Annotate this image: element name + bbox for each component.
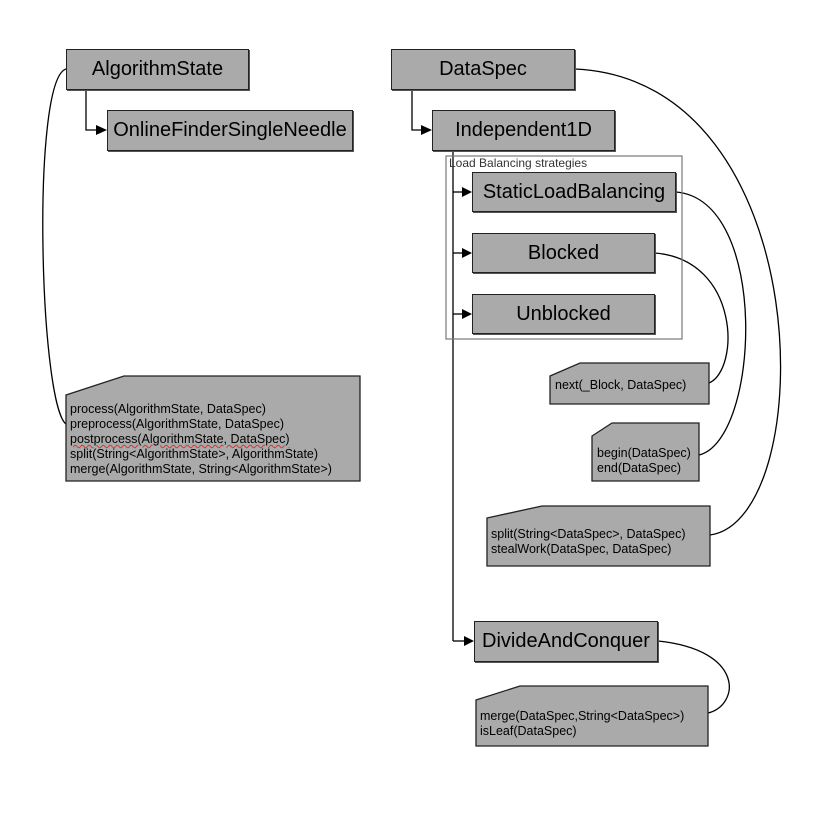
note-text-data-spec: split(String<DataSpec>, DataSpec) stealW… — [491, 527, 686, 557]
note-line: stealWork(DataSpec, DataSpec) — [491, 542, 672, 556]
note-line: split(String<AlgorithmState>, AlgorithmS… — [70, 447, 319, 461]
note-text-static: begin(DataSpec) end(DataSpec) — [597, 446, 691, 476]
note-text-algorithm-state: process(AlgorithmState, DataSpec) prepro… — [70, 402, 332, 477]
note-line: postprocess(AlgorithmState, DataSpec) — [70, 432, 290, 446]
class-unblocked[interactable]: Unblocked — [472, 294, 655, 334]
note-line: process(AlgorithmState, DataSpec) — [70, 402, 266, 416]
note-line: next(_Block, DataSpec) — [555, 378, 687, 392]
note-line: end(DataSpec) — [597, 461, 682, 475]
note-line: merge(DataSpec,String<DataSpec>) — [480, 709, 685, 723]
class-static-load-balancing[interactable]: StaticLoadBalancing — [472, 172, 676, 212]
class-online-finder-single-needle[interactable]: OnlineFinderSingleNeedle — [107, 110, 353, 151]
note-shape-algorithm-state — [65, 375, 361, 482]
class-independent1d[interactable]: Independent1D — [432, 110, 615, 151]
inherit-edge-independent1d — [411, 90, 421, 131]
note-link-algorithm-state — [42, 68, 69, 426]
arrowhead-blocked — [462, 248, 472, 258]
class-data-spec[interactable]: DataSpec — [391, 49, 575, 90]
note-line: begin(DataSpec) — [597, 446, 691, 460]
note-line: preprocess(AlgorithmState, DataSpec) — [70, 417, 284, 431]
class-algorithm-state[interactable]: AlgorithmState — [66, 49, 249, 90]
class-blocked[interactable]: Blocked — [472, 233, 655, 273]
arrowhead-unblocked — [462, 309, 472, 319]
note-text-blocked: next(_Block, DataSpec) — [555, 378, 686, 393]
inherit-edge-online-finder — [85, 90, 96, 131]
note-link-blocked — [654, 252, 729, 384]
note-line: split(String<DataSpec>, DataSpec) — [491, 527, 686, 541]
note-link-static — [675, 191, 747, 456]
note-shape-divide — [475, 685, 709, 747]
note-text-divide-and-conquer: merge(DataSpec,String<DataSpec>) isLeaf(… — [480, 709, 684, 739]
group-label: Load Balancing strategies — [449, 156, 588, 170]
group-frame — [445, 155, 683, 340]
class-divide-and-conquer[interactable]: DivideAndConquer — [474, 621, 658, 662]
note-link-data-spec — [574, 68, 782, 536]
arrowhead-online-finder — [96, 125, 107, 135]
arrowhead-divide — [464, 636, 474, 646]
note-shape-static — [591, 422, 700, 482]
note-link-divide — [657, 640, 730, 714]
note-line: isLeaf(DataSpec) — [480, 724, 577, 738]
note-line: merge(AlgorithmState, String<AlgorithmSt… — [70, 462, 332, 476]
note-shape-blocked — [549, 362, 710, 405]
note-shape-data-spec — [486, 505, 711, 567]
arrowhead-independent1d — [421, 125, 432, 135]
arrowhead-static — [462, 187, 472, 197]
